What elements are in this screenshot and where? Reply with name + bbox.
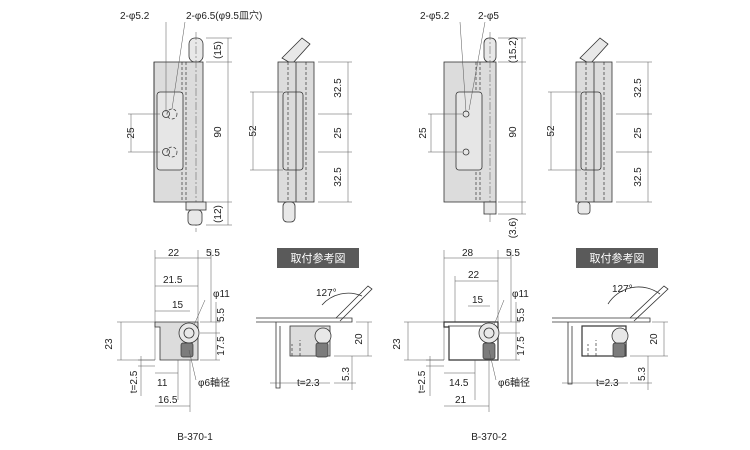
bottom-165-2: 21 xyxy=(455,395,467,406)
model-caption-2: B-370-2 xyxy=(471,432,507,443)
ref-53-1: 5.3 xyxy=(341,367,352,381)
side-pin-bent xyxy=(281,37,311,65)
bottom-shaft-2: φ6軸径 xyxy=(498,376,530,389)
bottom-w2-2: 5.5 xyxy=(506,248,520,259)
ref-title-box-1 xyxy=(277,248,359,268)
bottom-w3: 21.5 xyxy=(163,275,183,286)
bottom-pin-circle xyxy=(178,322,200,344)
ref-53-2: 5.3 xyxy=(637,367,648,381)
front-label-top-right: 2-φ6.5(φ9.5皿穴) xyxy=(186,9,262,22)
bottom-165: 16.5 xyxy=(158,395,178,406)
bottom-w2: 5.5 xyxy=(206,248,220,259)
bottom-view-1: 22 5.5 21.5 15 φ11 5.5 17.5 23 t= xyxy=(104,248,230,412)
bottom-11-2: 14.5 xyxy=(449,378,469,389)
side-52: 52 xyxy=(248,125,259,137)
front-height-2: 90 xyxy=(508,126,519,138)
side-a-2: 32.5 xyxy=(633,78,644,98)
front-top-ext-2: (15.2) xyxy=(508,37,519,63)
ref-diagram-2: 取付参考図 127° 20 5.3 t=2.3 xyxy=(552,248,669,390)
bottom-w3-2: 22 xyxy=(468,270,480,281)
bottom-pin-2: φ11 xyxy=(512,289,529,300)
front-label-top-left-2: 2-φ5.2 xyxy=(420,11,450,22)
bottom-w1: 22 xyxy=(168,248,180,259)
front-view-1: 2-φ5.2 2-φ6.5(φ9.5皿穴) 25 (15) 90 (12) xyxy=(120,9,262,232)
ref-door-open xyxy=(335,285,373,322)
ref-20-2: 20 xyxy=(649,333,660,345)
bottom-view-2: 28 5.5 22 15 φ11 5.5 17.5 23 xyxy=(392,248,530,412)
front-label-top-right-2: 2-φ5 xyxy=(478,11,499,22)
ref-title-box-2 xyxy=(576,248,658,268)
ref-frame xyxy=(275,322,281,389)
side-view-1: 52 32.5 25 32.5 xyxy=(248,37,352,223)
front-label-top-left: 2-φ5.2 xyxy=(120,11,150,22)
side-c-2: 32.5 xyxy=(633,167,644,187)
ref-t-2: t=2.3 xyxy=(596,378,619,389)
ref-angle-2: 127° xyxy=(612,284,633,295)
bottom-shaft: φ6軸径 xyxy=(198,376,230,389)
front-bottom-ext-2: (3.6) xyxy=(508,218,519,239)
ref-panel-top xyxy=(256,317,353,323)
front-height: 90 xyxy=(213,126,224,138)
bottom-t: t=2.5 xyxy=(129,370,140,393)
front-bottom-ext: (12) xyxy=(213,205,224,223)
bottom-t-2: t=2.5 xyxy=(417,370,428,393)
side-52-2: 52 xyxy=(546,125,557,137)
ref-angle-1: 127° xyxy=(316,288,337,299)
side-b-2: 25 xyxy=(633,127,644,139)
bottom-w1-2: 28 xyxy=(462,248,474,259)
bottom-h2: 17.5 xyxy=(216,336,227,356)
ref-title-1: 取付参考図 xyxy=(291,251,346,265)
bottom-h1-2: 5.5 xyxy=(516,308,527,322)
model-b370-2: 2-φ5.2 2-φ5 25 (15.2) 90 (3.6) xyxy=(392,11,669,443)
ref-20-1: 20 xyxy=(354,333,365,345)
front-pitch: 25 xyxy=(126,127,137,139)
bottom-body-2 xyxy=(443,321,499,361)
bottom-11: 11 xyxy=(157,378,168,389)
bottom-pin: φ11 xyxy=(213,289,230,300)
bottom-h1: 5.5 xyxy=(216,308,227,322)
side-a: 32.5 xyxy=(333,78,344,98)
front-top-ext: (15) xyxy=(213,41,224,59)
side-b: 25 xyxy=(333,127,344,139)
bottom-w4: 15 xyxy=(172,300,184,311)
bottom-w4-2: 15 xyxy=(472,295,484,306)
bottom-h-total: 23 xyxy=(104,338,115,350)
model-b370-1: 2-φ5.2 2-φ6.5(φ9.5皿穴) 25 (15) 90 (12) xyxy=(104,9,373,443)
side-view-2: 52 32.5 25 32.5 xyxy=(546,37,652,215)
ref-t-1: t=2.3 xyxy=(297,378,320,389)
bottom-h2-2: 17.5 xyxy=(516,336,527,356)
bottom-h-total-2: 23 xyxy=(392,338,403,350)
front-pitch-2: 25 xyxy=(418,127,429,139)
front-view-2: 2-φ5.2 2-φ5 25 (15.2) 90 (3.6) xyxy=(418,11,526,238)
model-caption-1: B-370-1 xyxy=(177,432,213,443)
ref-title-2: 取付参考図 xyxy=(590,251,645,265)
ref-diagram-1: 取付参考図 127° 20 5.3 t=2.3 xyxy=(256,248,373,390)
side-c: 32.5 xyxy=(333,167,344,187)
